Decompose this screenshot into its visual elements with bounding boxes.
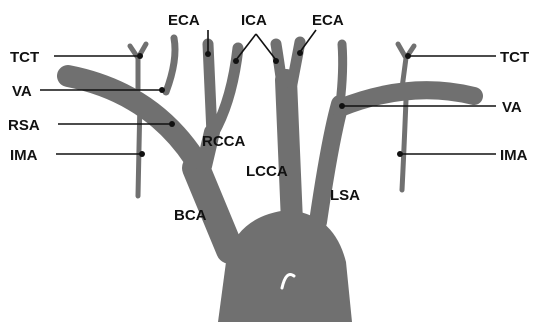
dot-ima-right: [397, 151, 403, 157]
left-ica-vessel: [276, 44, 282, 84]
vessels: [68, 38, 474, 322]
dot-tct-left: [137, 53, 143, 59]
label-eca-right: ECA: [312, 12, 344, 29]
dot-va-right: [339, 103, 345, 109]
label-tct-right: TCT: [500, 49, 529, 66]
left-common-carotid: [286, 80, 292, 222]
left-subclavian-artery: [318, 104, 340, 222]
right-thyrocervical-trunk: [130, 44, 146, 90]
label-tct-left: TCT: [10, 49, 39, 66]
dot-va-left: [159, 87, 165, 93]
right-vertebral-artery: [166, 38, 175, 92]
right-eca-vessel: [208, 44, 212, 134]
right-internal-mammary: [138, 100, 140, 196]
left-eca-vessel: [292, 42, 300, 84]
label-ica: ICA: [241, 12, 267, 29]
label-ima-right: IMA: [500, 147, 528, 164]
dot-ima-left: [139, 151, 145, 157]
label-bca: BCA: [174, 207, 207, 224]
label-va-right: VA: [502, 99, 522, 116]
dot-eca-right: [297, 50, 303, 56]
label-ima-left: IMA: [10, 147, 38, 164]
label-lsa: LSA: [330, 187, 360, 204]
left-internal-mammary: [402, 100, 406, 190]
label-lcca: LCCA: [246, 163, 288, 180]
dot-tct-right: [405, 53, 411, 59]
dot-ica-left: [233, 58, 239, 64]
label-eca-left: ECA: [168, 12, 200, 29]
labels: ECA ICA ECA TCT VA RSA IMA TCT VA IMA RC…: [8, 12, 529, 224]
dot-eca-left: [205, 51, 211, 57]
dot-ica-right: [273, 58, 279, 64]
left-vertebral-artery: [340, 44, 343, 104]
left-thyrocervical-trunk: [398, 44, 414, 88]
label-rcca: RCCA: [202, 133, 245, 150]
label-rsa: RSA: [8, 117, 40, 134]
label-va-left: VA: [12, 83, 32, 100]
right-subclavian-artery: [68, 76, 194, 158]
dot-rsa: [169, 121, 175, 127]
